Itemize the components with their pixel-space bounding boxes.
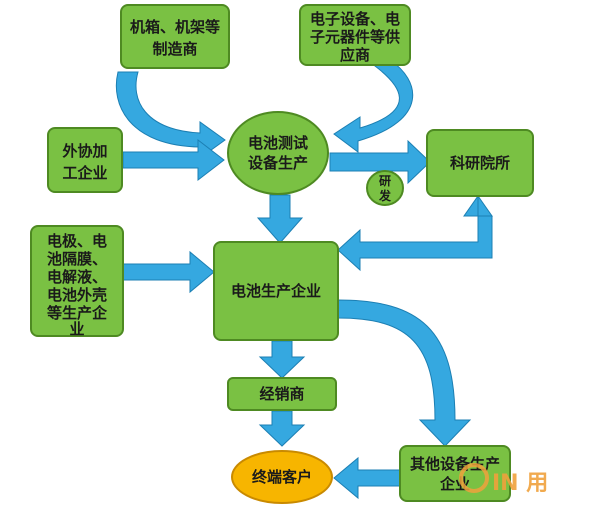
node-materials-line-6: 业 [69, 320, 84, 338]
node-research-institutes: 科研院所 [426, 129, 534, 197]
node-test-line-2: 设备生产 [248, 154, 308, 172]
arrow-materials-to-battery [122, 250, 215, 294]
node-end-customer: 终端客户 [231, 450, 333, 504]
node-outsourcing-line-2: 工企业 [62, 164, 107, 182]
arrow-cabinet-to-test [115, 71, 226, 159]
node-materials-makers: 电极、电 池隔膜、 电解液、 电池外壳 等生产企 业 [30, 225, 124, 338]
node-test-line-1: 电池测试 [248, 134, 308, 152]
node-materials-line-1: 电极、电 [47, 232, 107, 250]
arrow-distributor-to-customer [258, 410, 306, 447]
node-electronics-line-2: 子元器件等供 [310, 28, 400, 46]
node-electronics-line-1: 电子设备、电 [310, 10, 400, 28]
arrow-electronics-to-test [333, 59, 414, 153]
arrow-battery-to-distributor [258, 340, 306, 379]
watermark-text: IN 用 [492, 471, 548, 496]
node-cabinet-line-1: 机箱、机架等 [130, 18, 220, 36]
node-rd-line-2: 发 [378, 188, 392, 203]
arrow-outsourcing-to-test [122, 138, 225, 182]
node-materials-line-2: 池隔膜、 [47, 250, 107, 268]
node-outsourcing-processing: 外协加 工企业 [47, 127, 123, 193]
arrow-test-to-battery [256, 194, 304, 244]
node-other-line-1: 其他设备生产 [410, 455, 500, 473]
node-cabinet-rack-maker: 机箱、机架等 制造商 [120, 4, 230, 69]
node-research-label: 科研院所 [450, 154, 510, 172]
node-materials-line-4: 电池外壳 [47, 286, 107, 304]
node-customer-label: 终端客户 [252, 468, 312, 486]
arrow-other-to-customer [333, 456, 401, 500]
node-other-line-2: 企业 [439, 475, 470, 493]
node-rd: 研 发 [366, 170, 404, 206]
node-distributor: 经销商 [227, 377, 337, 411]
node-battery-label: 电池生产企业 [231, 282, 321, 300]
arrow-test-to-research [329, 139, 431, 185]
node-battery-test-equipment: 电池测试 设备生产 [227, 111, 329, 195]
node-rd-line-1: 研 [379, 174, 391, 188]
node-cabinet-line-2: 制造商 [152, 40, 197, 58]
arrow-research-battery-link [337, 194, 493, 272]
node-outsourcing-line-1: 外协加 [61, 142, 107, 160]
node-electronics-supplier: 电子设备、电 子元器件等供 应商 [299, 4, 411, 66]
watermark-logo: IN 用 [459, 463, 548, 496]
node-materials-line-3: 电解液、 [47, 268, 107, 286]
node-electronics-line-3: 应商 [340, 46, 370, 64]
node-distributor-label: 经销商 [259, 385, 304, 403]
node-battery-producer: 电池生产企业 [213, 241, 339, 341]
node-materials-line-5: 等生产企 [47, 304, 108, 322]
arrow-battery-to-other [337, 299, 472, 447]
